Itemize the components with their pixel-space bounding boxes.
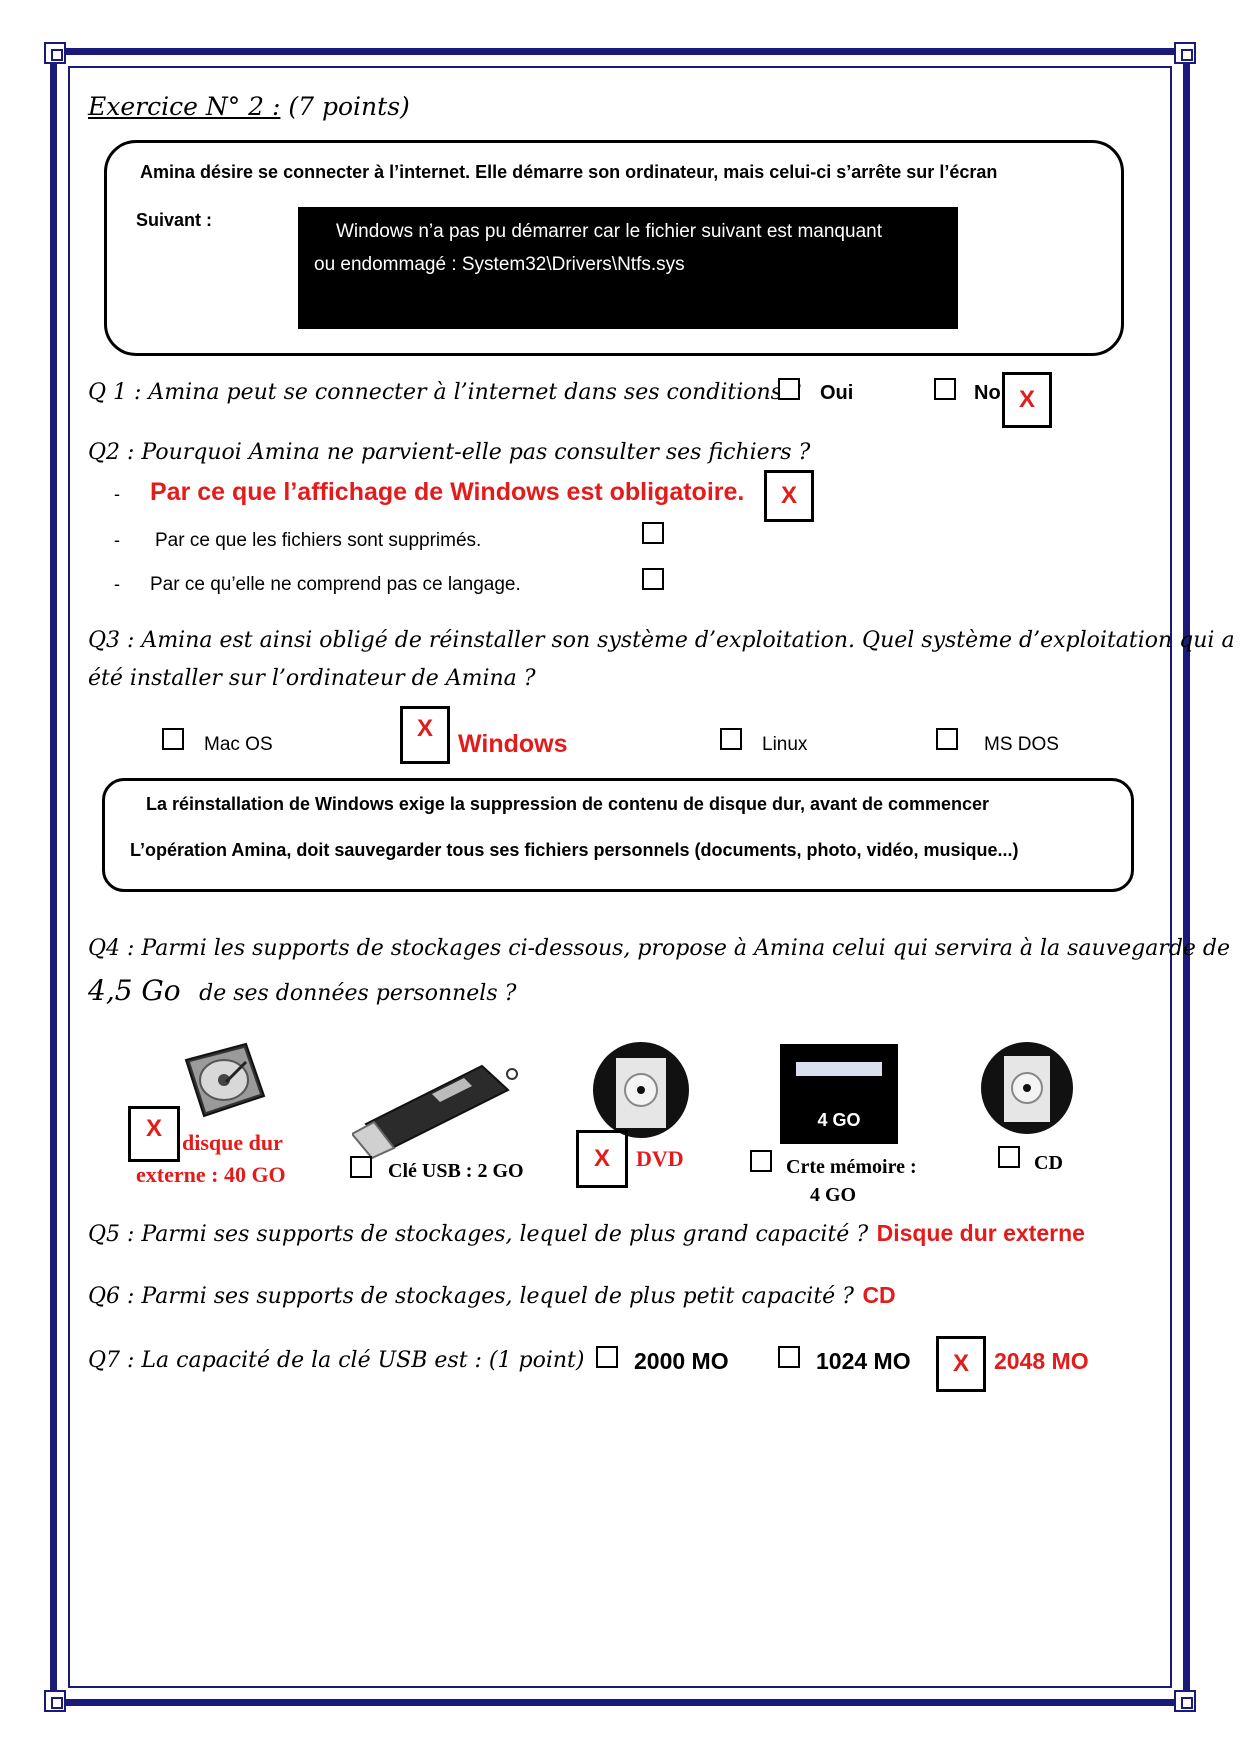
q7-checkbox-2000[interactable]: [596, 1346, 618, 1368]
intro-label: Suivant :: [136, 210, 213, 230]
usb-key-icon: [352, 1064, 518, 1160]
q5-answer: Disque dur externe: [876, 1220, 1085, 1246]
q1-answer-mark: X: [1002, 372, 1052, 428]
q1-question: Q 1 : Amina peut se connecter à l’intern…: [88, 380, 801, 405]
q2-checkbox-3[interactable]: [642, 568, 664, 590]
memory-card-text: 4 GO: [817, 1110, 861, 1130]
q2-option-3: Par ce qu’elle ne comprend pas ce langag…: [150, 574, 521, 595]
q6-question: Q6 : Parmi ses supports de stockages, le…: [88, 1284, 854, 1309]
page-border-outer: [50, 48, 1190, 1706]
q7-checkbox-1024[interactable]: [778, 1346, 800, 1368]
q3-option-msdos: MS DOS: [984, 734, 1059, 755]
dvd-disc-icon: [593, 1042, 689, 1138]
q3-question-line2: été installer sur l’ordinateur de Amina …: [88, 666, 536, 691]
q4-hdd-label: disque dur: [182, 1130, 283, 1155]
q1-option-no: No: [974, 382, 1001, 404]
corner-ornament-bottom-right: [1174, 1690, 1196, 1712]
q2-checkbox-2[interactable]: [642, 522, 664, 544]
note-box: [102, 778, 1134, 892]
q3-answer-mark: X: [400, 706, 450, 764]
q4-card-label: Crte mémoire :: [786, 1156, 917, 1178]
q3-option-windows: Windows: [458, 730, 568, 758]
corner-ornament-top-left: [44, 42, 66, 64]
q4-cd-label: CD: [1034, 1152, 1063, 1174]
error-screen-line2: ou endommagé : System32\Drivers\Ntfs.sys: [314, 254, 685, 275]
q7-option-1024: 1024 MO: [816, 1348, 911, 1374]
note-line2: L’opération Amina, doit sauvegarder tous…: [130, 840, 1019, 860]
q4-cd-checkbox[interactable]: [998, 1146, 1020, 1168]
q4-usb-checkbox[interactable]: [350, 1156, 372, 1178]
q4-card-capacity: 4 GO: [810, 1184, 857, 1206]
cd-disc-icon: [981, 1042, 1073, 1134]
q2-answer-mark: X: [764, 470, 814, 522]
q2-bullet-2: -: [114, 530, 120, 550]
q4-question-line2: de ses données personnels ?: [199, 981, 517, 1006]
q4-size: 4,5 Go: [88, 974, 181, 1007]
q3-option-macos: Mac OS: [204, 734, 273, 755]
hard-disk-icon: [184, 1042, 266, 1118]
q2-bullet-3: -: [114, 574, 120, 594]
q3-checkbox-macos[interactable]: [162, 728, 184, 750]
q2-option-1: Par ce que l’affichage de Windows est ob…: [150, 478, 745, 506]
corner-ornament-top-right: [1174, 42, 1196, 64]
intro-box: [104, 140, 1124, 356]
exercise-number: Exercice N° 2 :: [88, 92, 281, 121]
q2-bullet-1: -: [114, 484, 120, 504]
page-border-inner: [68, 66, 1172, 1688]
q4-card-checkbox[interactable]: [750, 1150, 772, 1172]
exercise-points: (7 points): [288, 92, 410, 121]
q4-dvd-label: DVD: [636, 1146, 684, 1171]
memory-card-icon: 4 GO: [780, 1044, 898, 1144]
q3-checkbox-msdos[interactable]: [936, 728, 958, 750]
q7-answer-mark: X: [936, 1336, 986, 1392]
q6-answer: CD: [862, 1282, 896, 1308]
q7-question: Q7 : La capacité de la clé USB est : (1 …: [88, 1348, 585, 1373]
q2-question: Q2 : Pourquoi Amina ne parvient-elle pas…: [88, 440, 811, 465]
q4-hdd-mark: X: [128, 1106, 180, 1162]
q4-question-line1: Q4 : Parmi les supports de stockages ci-…: [88, 936, 1231, 961]
q5-question: Q5 : Parmi ses supports de stockages, le…: [88, 1222, 869, 1247]
corner-ornament-bottom-left: [44, 1690, 66, 1712]
q4-hdd-capacity: externe : 40 GO: [136, 1162, 286, 1187]
q4-usb-label: Clé USB : 2 GO: [388, 1160, 524, 1182]
q1-option-oui: Oui: [820, 382, 854, 404]
q3-checkbox-linux[interactable]: [720, 728, 742, 750]
intro-text: Amina désire se connecter à l’internet. …: [140, 162, 998, 182]
q4-dvd-mark: X: [576, 1130, 628, 1188]
q2-option-2: Par ce que les fichiers sont supprimés.: [155, 530, 482, 551]
q7-option-2048: 2048 MO: [994, 1348, 1089, 1374]
note-line1: La réinstallation de Windows exige la su…: [146, 794, 990, 814]
q3-question-line1: Q3 : Amina est ainsi obligé de réinstall…: [88, 628, 1235, 653]
error-screen: Windows n’a pas pu démarrer car le fichi…: [298, 207, 958, 329]
q3-option-linux: Linux: [762, 734, 808, 755]
q7-option-2000: 2000 MO: [634, 1348, 729, 1374]
q1-checkbox-oui[interactable]: [778, 378, 800, 400]
exercise-title: Exercice N° 2 : (7 points): [88, 92, 410, 121]
q1-checkbox-no[interactable]: [934, 378, 956, 400]
error-screen-line1: Windows n’a pas pu démarrer car le fichi…: [336, 221, 882, 242]
